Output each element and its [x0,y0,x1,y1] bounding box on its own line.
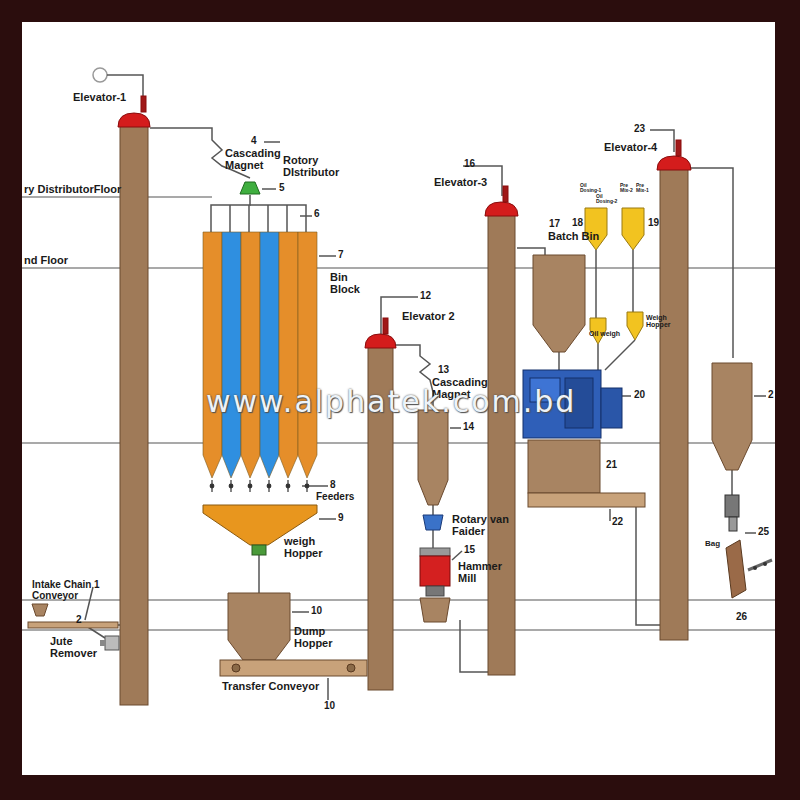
equipment-label: Rotary van Faider [452,514,518,537]
equipment-label: Feeders [316,492,354,503]
equipment-label: Bin Block [330,272,364,295]
callout-number: 2 [768,390,774,401]
equipment-label: Elevator-3 [434,177,487,189]
equipment-label: Rotory DIstributor [283,155,347,178]
callout-number: 15 [464,545,475,556]
callout-number: 8 [330,480,336,491]
watermark: www.alphatek.com.bd [206,386,576,418]
callout-number: 10 [324,701,335,712]
equipment-label: Elevator 2 [402,311,455,323]
callout-number: 21 [606,460,617,471]
equipment-label: Weigh Hopper [646,314,676,329]
callout-number: 14 [463,422,474,433]
equipment-label: Elevator-4 [604,142,657,154]
callout-number: 22 [612,517,623,528]
callout-number: 19 [648,218,659,229]
equipment-label: Jute Remover [50,636,96,659]
equipment-label: Intake Chain Conveyor [32,580,98,601]
equipment-label: Hammer Mill [458,561,500,584]
equipment-label: Transfer Conveyor [222,681,319,693]
callout-number: 4 [251,136,257,147]
equipment-label: Cascading Magnet [225,148,287,171]
callout-number: 18 [572,218,583,229]
callout-number: 9 [338,513,344,524]
equipment-label: Oil Dosing-1 [580,183,602,194]
floor-label: ry DistributorFloor [24,184,121,196]
equipment-label: Batch Bin [548,231,599,243]
callout-number: 2 [76,615,82,626]
callout-number: 5 [279,183,285,194]
equipment-label: Pre Mix-1 [636,183,652,194]
equipment-label: Oil Dosing-2 [596,194,620,205]
callout-number: 1 [94,580,100,591]
equipment-label: Bag [705,540,720,548]
callout-number: 17 [549,219,560,230]
callout-number: 23 [634,124,645,135]
equipment-label: Dump Hopper [294,626,336,649]
callout-number: 13 [438,365,449,376]
callout-number: 25 [758,527,769,538]
callout-number: 26 [736,612,747,623]
floor-label: nd Floor [24,255,68,267]
callout-number: 16 [464,159,475,170]
callout-number: 12 [420,291,431,302]
callout-number: 10 [311,606,322,617]
callout-number: 6 [314,209,320,220]
equipment-label: Elevator-1 [73,92,126,104]
callout-number: 20 [634,390,645,401]
equipment-label: Oil weigh [589,330,620,337]
equipment-label: Pre Mix-2 [620,183,634,194]
equipment-label: weigh Hopper [284,536,334,559]
callout-number: 7 [338,250,344,261]
